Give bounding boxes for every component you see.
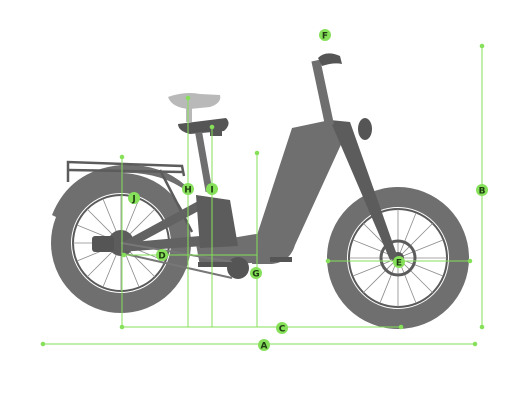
label-f: F — [319, 29, 331, 42]
svg-text:I: I — [210, 186, 213, 196]
rear-fender — [52, 164, 188, 218]
svg-text:J: J — [131, 195, 135, 205]
front-fender — [352, 189, 452, 219]
front-fork-and-cockpit — [311, 53, 398, 260]
svg-text:E: E — [396, 259, 402, 269]
label-h: H — [182, 183, 194, 196]
label-a: A — [258, 339, 270, 352]
svg-text:C: C — [279, 325, 286, 335]
label-b: B — [476, 184, 488, 197]
frame-seatstay — [121, 200, 206, 250]
frame-bottom — [196, 232, 268, 266]
label-g: G — [250, 267, 262, 280]
label-d: D — [156, 249, 168, 262]
label-e: E — [393, 256, 405, 269]
svg-text:H: H — [184, 186, 192, 196]
label-j: J — [128, 192, 140, 205]
frame-rear-stay — [121, 236, 203, 252]
frame-downtube — [252, 120, 344, 264]
svg-text:D: D — [158, 252, 165, 262]
svg-text:A: A — [261, 342, 268, 352]
rear-rack — [66, 160, 194, 233]
svg-text:G: G — [252, 270, 259, 280]
label-i: I — [206, 183, 218, 196]
label-markers: A B C D E F G H — [128, 29, 488, 352]
drivetrain — [120, 242, 292, 279]
label-c: C — [276, 322, 288, 335]
svg-text:F: F — [322, 32, 328, 42]
svg-text:B: B — [479, 187, 486, 197]
bike-silhouette — [51, 53, 469, 329]
seat-assembly — [168, 93, 229, 193]
battery-box — [196, 195, 238, 248]
